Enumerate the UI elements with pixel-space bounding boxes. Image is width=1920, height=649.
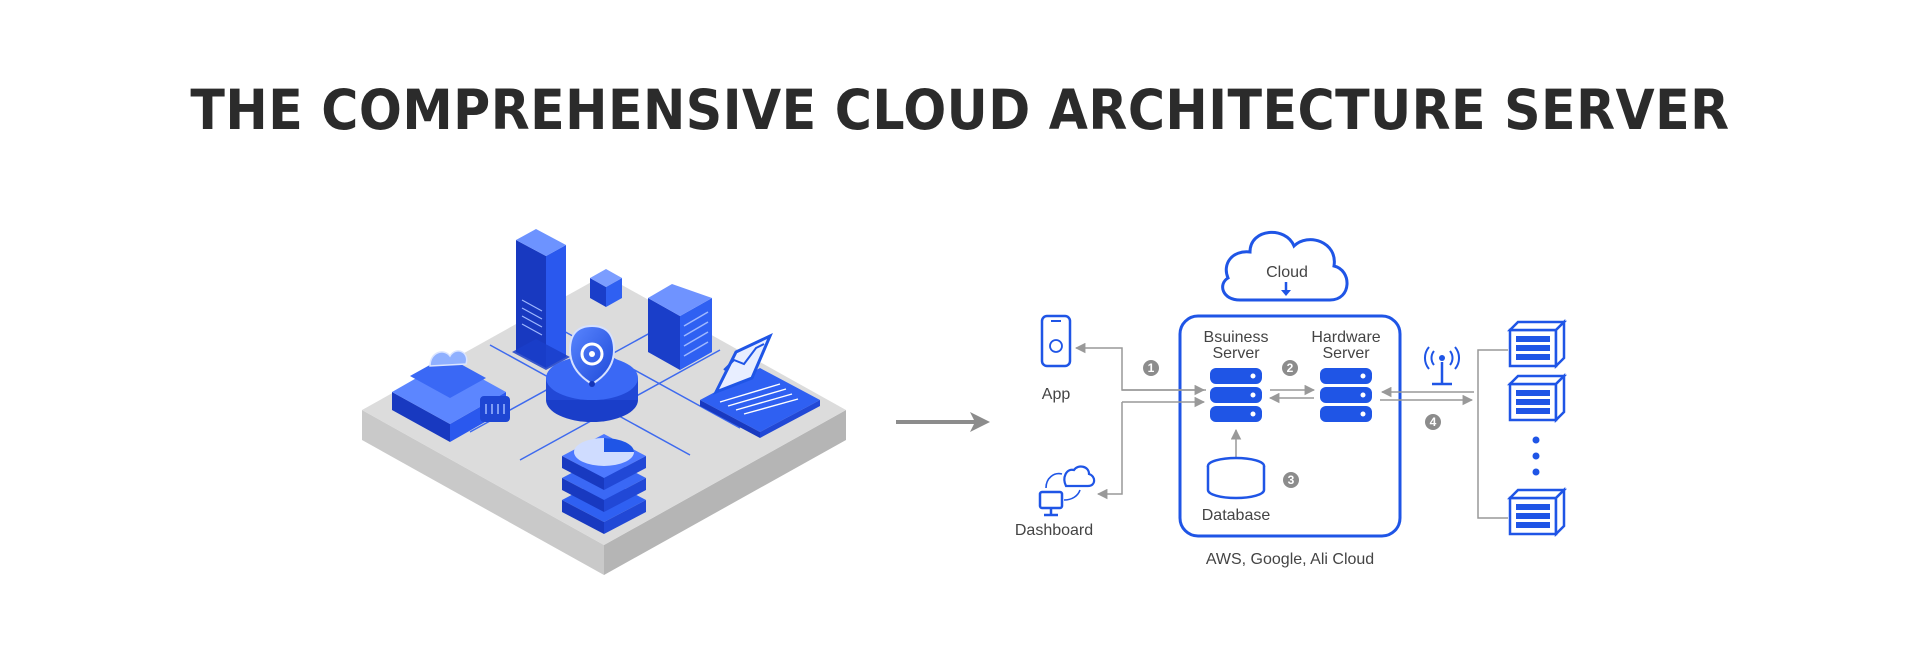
database-icon: [1210, 368, 1262, 422]
server-box-icon: [1510, 322, 1564, 366]
server-box-icon: [1510, 490, 1564, 534]
business-server-label-line2: Server: [1212, 345, 1260, 362]
svg-text:4: 4: [1430, 415, 1437, 429]
app-label: App: [1042, 386, 1071, 403]
business-server-node: Bsuiness Server: [1204, 329, 1269, 422]
hardware-server-label-line2: Server: [1322, 345, 1370, 362]
step-badge-2: 2: [1282, 360, 1298, 376]
smartphone-icon: [1042, 316, 1070, 366]
svg-text:2: 2: [1287, 361, 1294, 375]
svg-text:1: 1: [1148, 361, 1155, 375]
hardware-devices: [1510, 322, 1564, 534]
isometric-illustration: [362, 229, 846, 575]
database-label: Database: [1202, 507, 1271, 524]
flow-arrow: [896, 412, 990, 432]
server-rack-icon: [648, 284, 712, 370]
antenna-icon: [1425, 347, 1459, 384]
dashboard-label: Dashboard: [1015, 522, 1093, 539]
step-badge-3: 3: [1283, 472, 1299, 488]
server-link-arrows: [1270, 390, 1314, 398]
provider-caption: AWS, Google, Ali Cloud: [1206, 551, 1374, 568]
cloud-node: Cloud: [1223, 232, 1347, 300]
client-connectors: [1076, 348, 1206, 494]
step-badge-1: 1: [1143, 360, 1159, 376]
business-server-label-line1: Bsuiness: [1204, 329, 1269, 346]
dashboard-node: Dashboard: [1015, 467, 1094, 539]
hardware-server-label-line1: Hardware: [1311, 329, 1380, 346]
hardware-server-node: Hardware Server: [1311, 329, 1380, 422]
database-icon: [1320, 368, 1372, 422]
cloud-label: Cloud: [1266, 264, 1308, 281]
database-node: Database: [1202, 430, 1271, 524]
server-box-icon: [1510, 376, 1564, 420]
server-tower-icon: [512, 229, 570, 370]
monitor-cloud-icon: [1040, 467, 1094, 515]
ellipsis-dots: [1533, 437, 1540, 476]
svg-text:3: 3: [1288, 473, 1295, 487]
step-badge-4: 4: [1425, 414, 1441, 430]
app-node: App: [1042, 316, 1071, 403]
